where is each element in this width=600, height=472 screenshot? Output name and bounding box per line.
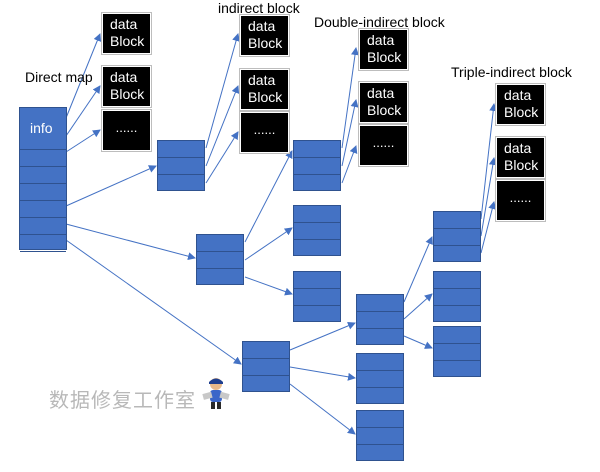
data-block-line2: Block bbox=[110, 86, 145, 102]
ellipsis-text: ...... bbox=[115, 120, 138, 135]
data-block-ellipsis: ...... bbox=[495, 179, 546, 222]
triple-indirect-block bbox=[242, 341, 290, 392]
arrow-triple2-2 bbox=[403, 293, 433, 320]
data-block-line1: data bbox=[504, 140, 532, 156]
arrow-triple2-3 bbox=[403, 335, 433, 349]
data-block-line1: data bbox=[110, 69, 138, 85]
inode-block: info bbox=[19, 107, 67, 252]
double-indirect-child-3 bbox=[293, 271, 341, 322]
data-block-line1: data bbox=[367, 32, 395, 48]
triple-level3-block-2 bbox=[433, 271, 481, 322]
data-block-line1: data bbox=[504, 87, 532, 103]
triple-level2-block-1 bbox=[356, 294, 404, 345]
double-indirect-label: Double-indirect block bbox=[314, 14, 445, 30]
arrow-triple-1 bbox=[289, 321, 356, 351]
data-block-line2: Block bbox=[504, 104, 539, 120]
ellipsis-text: ...... bbox=[372, 135, 395, 150]
data-block-line1: data bbox=[367, 85, 395, 101]
mascot-logo-icon bbox=[202, 378, 230, 409]
data-block-line2: Block bbox=[248, 35, 283, 51]
data-block-line1: data bbox=[248, 18, 276, 34]
triple-level2-block-2 bbox=[356, 353, 404, 404]
double-indirect-child-1 bbox=[293, 140, 341, 191]
arrow-triple3-2 bbox=[480, 157, 497, 237]
data-block-ellipsis: ...... bbox=[358, 124, 409, 167]
ellipsis-text: ...... bbox=[253, 122, 276, 137]
data-block-line1: data bbox=[110, 16, 138, 32]
double-indirect-block bbox=[196, 234, 244, 285]
arrow-double2-3 bbox=[341, 145, 358, 184]
watermark-text: 数据修复工作室 bbox=[49, 388, 196, 412]
arrow-single-1 bbox=[205, 33, 240, 149]
triple-level3-block-3 bbox=[433, 326, 481, 377]
single-indirect-block bbox=[157, 140, 205, 191]
arrow-triple-2 bbox=[289, 366, 356, 381]
data-block-line2: Block bbox=[367, 49, 402, 65]
arrow-double2-1 bbox=[341, 47, 359, 149]
arrow-single-3 bbox=[205, 131, 239, 184]
data-block-line2: Block bbox=[110, 33, 145, 49]
triple-level3-block-1 bbox=[433, 211, 481, 262]
arrow-single-2 bbox=[205, 85, 240, 167]
triple-level2-block-3 bbox=[356, 410, 404, 461]
arrow-direct-2 bbox=[65, 85, 101, 137]
arrow-double-3 bbox=[244, 276, 293, 296]
arrow-double-1 bbox=[244, 150, 293, 243]
arrow-double2-2 bbox=[341, 99, 359, 167]
data-block-line1: data bbox=[248, 72, 276, 88]
ellipsis-text: ...... bbox=[509, 190, 532, 205]
arrow-triple-3 bbox=[289, 383, 356, 435]
triple-indirect-label: Triple-indirect block bbox=[451, 64, 572, 80]
data-block-line2: Block bbox=[248, 89, 283, 105]
arrow-triple3-3 bbox=[480, 201, 497, 254]
arrow-triple3-1 bbox=[480, 103, 498, 220]
arrow-triple2-1 bbox=[403, 236, 433, 303]
double-indirect-child-2 bbox=[293, 205, 341, 256]
data-block-ellipsis: ...... bbox=[239, 111, 290, 154]
data-block-line2: Block bbox=[367, 102, 402, 118]
info-label: info bbox=[30, 120, 53, 136]
arrow-double-2 bbox=[244, 227, 293, 261]
data-block-line2: Block bbox=[504, 157, 539, 173]
arrow-info-single bbox=[65, 165, 157, 207]
data-block-ellipsis: ...... bbox=[101, 109, 152, 152]
indirect-block-label: indirect block bbox=[218, 0, 300, 16]
arrow-info-double bbox=[65, 223, 196, 261]
arrow-direct-3 bbox=[65, 129, 101, 153]
direct-map-label: Direct map bbox=[25, 69, 93, 85]
